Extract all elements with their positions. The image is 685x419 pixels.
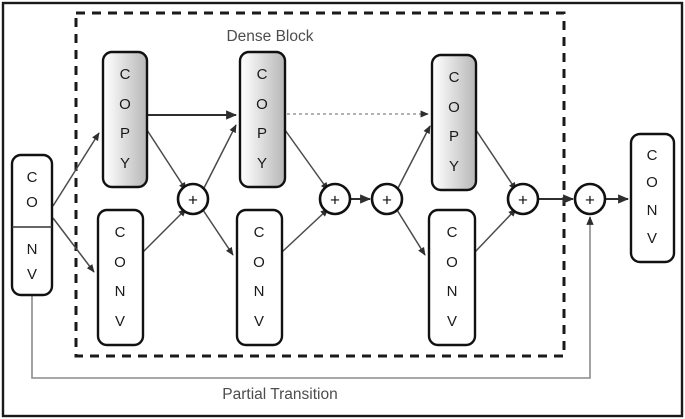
edge-add1-to-conv2 [202, 209, 234, 256]
copy-2-letter-o: O [256, 96, 268, 113]
add-2-plus: + [330, 191, 340, 210]
copy-3-letter-c: C [449, 69, 460, 86]
node-add-4[interactable]: + [506, 182, 540, 216]
input-conv-box[interactable] [10, 153, 54, 297]
edge-copy2-to-add2 [284, 129, 329, 191]
copy-2-letter-c: C [257, 66, 268, 83]
add-4-circle[interactable] [506, 182, 540, 216]
dense-block-label: Dense Block [226, 28, 313, 45]
conv-1-letter-c: C [115, 224, 126, 241]
conv-2-letter-o: O [253, 254, 265, 271]
conv-1-letter-o: O [114, 254, 126, 271]
add-3-circle[interactable] [370, 182, 404, 216]
node-conv-3[interactable]: C O N V [427, 208, 477, 347]
copy-3-letter-p: P [449, 128, 459, 145]
node-copy-2[interactable]: C O P Y [238, 50, 287, 189]
copy-3-box[interactable] [430, 53, 478, 192]
conv-2-box[interactable] [235, 208, 284, 347]
add-1-plus: + [188, 191, 198, 210]
input-conv-letter-c: C [27, 169, 38, 186]
edge-add3-to-conv3 [396, 209, 426, 256]
edge-conv1-to-add1 [142, 208, 187, 253]
copy-3-letter-y: Y [449, 158, 459, 175]
node-copy-3[interactable]: C O P Y [430, 53, 478, 192]
add-4-plus: + [518, 191, 528, 210]
output-conv-letter-o: O [646, 174, 658, 191]
conv-3-letter-o: O [446, 254, 458, 271]
conv-1-box[interactable] [96, 208, 145, 347]
input-conv-letter-n: N [27, 241, 38, 258]
conv-1-letter-n: N [115, 283, 126, 300]
edge-copy3-to-add4 [475, 129, 517, 191]
add-1-circle[interactable] [176, 182, 210, 216]
node-copy-1[interactable]: C O P Y [101, 50, 149, 189]
node-input-conv[interactable]: C O N V [10, 153, 54, 297]
output-conv-box[interactable] [629, 132, 676, 264]
copy-3-letter-o: O [448, 99, 460, 116]
input-conv-letter-v: V [27, 266, 37, 283]
node-add-2[interactable]: + [318, 182, 352, 216]
copy-1-box[interactable] [101, 50, 149, 189]
partial-transition-label: Partial Transition [222, 386, 337, 403]
node-add-3[interactable]: + [370, 182, 404, 216]
node-add-1[interactable]: + [176, 182, 210, 216]
add-2-circle[interactable] [318, 182, 352, 216]
add-5-plus: + [585, 191, 595, 210]
input-conv-letter-o: O [26, 194, 38, 211]
edge-conv3-to-add4 [474, 208, 517, 253]
node-add-5[interactable]: + [573, 182, 607, 216]
node-conv-2[interactable]: C O N V [235, 208, 284, 347]
node-conv-1[interactable]: C O N V [96, 208, 145, 347]
conv-3-letter-n: N [447, 283, 458, 300]
edge-layer [31, 110, 630, 379]
copy-1-letter-o: O [119, 96, 131, 113]
node-layer: C O N V C O P Y C O P Y [10, 50, 676, 347]
copy-1-letter-y: Y [120, 155, 130, 172]
conv-2-letter-v: V [254, 313, 264, 330]
output-conv-letter-c: C [647, 147, 658, 164]
edge-conv2-to-add2 [281, 208, 329, 253]
conv-1-letter-v: V [115, 313, 125, 330]
conv-2-letter-n: N [254, 283, 265, 300]
edge-add3-to-copy3 [396, 125, 431, 191]
add-3-plus: + [382, 191, 392, 210]
edge-partial-transition-bypass [31, 216, 594, 379]
edge-input-to-copy1 [52, 132, 100, 207]
output-conv-letter-n: N [647, 202, 658, 219]
copy-2-box[interactable] [238, 50, 287, 189]
copy-2-letter-y: Y [257, 155, 267, 172]
conv-3-letter-c: C [447, 224, 458, 241]
conv-2-letter-c: C [254, 224, 265, 241]
conv-3-letter-v: V [447, 313, 457, 330]
edge-copy1-to-add1 [146, 129, 187, 191]
copy-2-letter-p: P [257, 125, 267, 142]
output-conv-letter-v: V [647, 230, 657, 247]
edge-add1-to-copy2 [202, 124, 237, 191]
node-output-conv[interactable]: C O N V [629, 132, 676, 264]
add-5-circle[interactable] [573, 182, 607, 216]
dense-block-boundary [74, 11, 566, 358]
copy-1-letter-p: P [120, 125, 130, 142]
edge-input-to-conv1 [52, 217, 95, 273]
copy-1-letter-c: C [120, 66, 131, 83]
conv-3-box[interactable] [427, 208, 477, 347]
